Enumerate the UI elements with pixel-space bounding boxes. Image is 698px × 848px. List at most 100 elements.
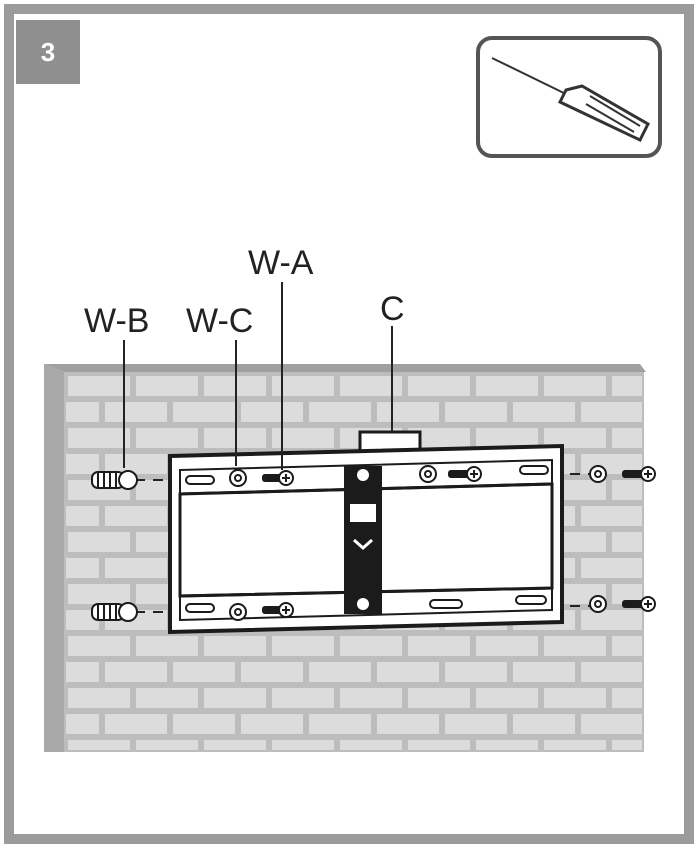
brick: [105, 454, 167, 474]
center-plate: [344, 466, 382, 614]
brick: [105, 558, 167, 578]
brick: [66, 506, 99, 526]
brick: [476, 688, 538, 708]
brick: [173, 662, 235, 682]
brick: [68, 532, 130, 552]
brick: [66, 662, 99, 682]
brick: [612, 584, 642, 604]
brick: [612, 480, 642, 500]
washers: [229, 465, 607, 621]
label-w-c: W-C: [186, 302, 254, 340]
brick: [204, 688, 266, 708]
brick: [309, 662, 371, 682]
brick: [272, 428, 334, 448]
brick: [612, 636, 642, 656]
brick: [408, 740, 470, 750]
brick: [377, 714, 439, 734]
label-w-a: W-A: [248, 244, 314, 282]
brick: [272, 376, 334, 396]
brick: [581, 558, 642, 578]
panel-border: [4, 4, 694, 844]
brick: [544, 376, 606, 396]
brick: [68, 376, 130, 396]
brick: [68, 740, 130, 750]
wall-bracket: [168, 430, 564, 635]
brick: [272, 688, 334, 708]
brick: [476, 636, 538, 656]
screwdriver-icon: [491, 57, 650, 142]
brick: [544, 636, 606, 656]
wall-anchor-bottom: [91, 602, 138, 622]
brick: [513, 402, 575, 422]
brick: [105, 402, 167, 422]
brick: [513, 662, 575, 682]
brick: [136, 428, 198, 448]
brick: [66, 454, 99, 474]
brick: [476, 740, 538, 750]
brick: [204, 740, 266, 750]
brick: [544, 688, 606, 708]
brick: [68, 688, 130, 708]
brick: [309, 714, 371, 734]
brick: [66, 558, 99, 578]
brick: [66, 610, 99, 630]
brick: [612, 688, 642, 708]
brick: [241, 662, 303, 682]
label-c: C: [380, 290, 405, 328]
brick: [612, 532, 642, 552]
brick: [272, 740, 334, 750]
brick: [544, 428, 606, 448]
brick: [173, 402, 235, 422]
brick: [377, 402, 439, 422]
brick: [408, 688, 470, 708]
brick: [68, 636, 130, 656]
brick: [340, 740, 402, 750]
brick: [612, 428, 642, 448]
brick: [241, 714, 303, 734]
brick: [408, 428, 470, 448]
lag-screws: [262, 466, 656, 618]
brick: [105, 506, 167, 526]
brick: [612, 376, 642, 396]
brick: [136, 740, 198, 750]
brick: [581, 506, 642, 526]
brick: [340, 636, 402, 656]
brick: [612, 740, 642, 750]
brick: [476, 376, 538, 396]
step-number-badge: 3: [16, 20, 80, 84]
brick: [445, 714, 507, 734]
brick: [241, 402, 303, 422]
brick: [581, 610, 642, 630]
brick: [272, 636, 334, 656]
brick: [136, 688, 198, 708]
leader-lines: [123, 282, 393, 470]
brick: [408, 376, 470, 396]
brick: [136, 636, 198, 656]
brick: [377, 662, 439, 682]
brick: [445, 662, 507, 682]
brick: [476, 428, 538, 448]
brick: [66, 402, 99, 422]
brick: [309, 402, 371, 422]
brick: [340, 376, 402, 396]
brick: [408, 636, 470, 656]
brick: [544, 740, 606, 750]
brick: [204, 636, 266, 656]
brick: [173, 714, 235, 734]
brick: [581, 402, 642, 422]
brick: [105, 714, 167, 734]
brick: [105, 662, 167, 682]
brick: [68, 428, 130, 448]
brick: [340, 688, 402, 708]
tool-box: [476, 36, 662, 158]
brick: [66, 714, 99, 734]
brick: [68, 584, 130, 604]
brick: [581, 714, 642, 734]
brick: [581, 662, 642, 682]
brick: [513, 714, 575, 734]
brick: [445, 402, 507, 422]
wall-anchor-top: [91, 470, 138, 490]
label-w-b: W-B: [84, 302, 150, 340]
brick: [136, 376, 198, 396]
